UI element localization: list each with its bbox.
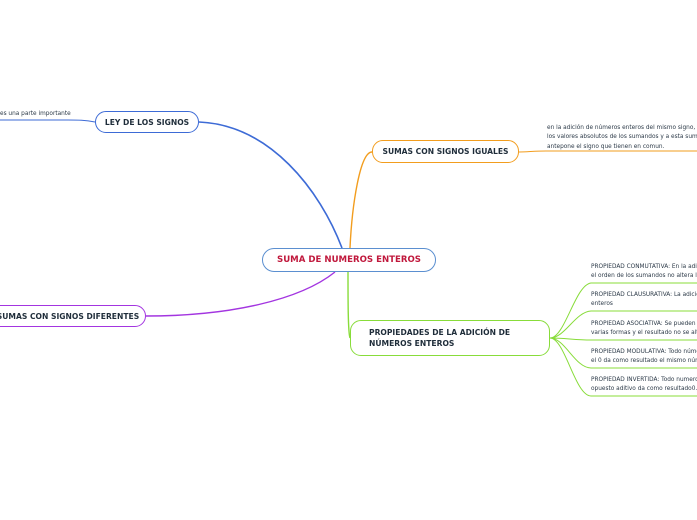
connector-diferentes [145, 271, 336, 317]
leaf-line: enteros [591, 301, 613, 308]
connector-ley-note [0, 119, 96, 123]
topic-ley-de-los-signos[interactable]: LEY DE LOS SIGNOS [95, 111, 199, 133]
central-topic[interactable]: SUMA DE NUMEROS ENTEROS [262, 248, 436, 272]
note-ley: es una parte importante [0, 111, 71, 117]
leaf-line: varias formas y el resultado no se alte [591, 330, 697, 337]
leaf-conmutativa[interactable]: PROPIEDAD CONMUTATIVA: En la adic el ord… [591, 263, 697, 282]
leaf-line: PROPIEDAD CLAUSURATIVA: La adicion [591, 292, 697, 298]
leaf-line: PROPIEDAD MODULATIVA: Todo núme [591, 349, 697, 355]
topic-sumas-signos-diferentes[interactable]: SUMAS CON SIGNOS DIFERENTES [0, 305, 146, 327]
topic-propiedades-adicion[interactable]: PROPIEDADES DE LA ADICIÓN DE NÚMEROS ENT… [350, 320, 550, 356]
leaf-line: el 0 da como resultado el mismo núme [591, 358, 697, 365]
leaf-clausurativa[interactable]: PROPIEDAD CLAUSURATIVA: La adicion enter… [591, 291, 697, 310]
leaf-modulativa[interactable]: PROPIEDAD MODULATIVA: Todo núme el 0 da … [591, 348, 697, 367]
leaf-asociativa[interactable]: PROPIEDAD ASOCIATIVA: Se pueden a varias… [591, 320, 697, 339]
leaf-line: PROPIEDAD INVERTIDA: Todo numero [591, 377, 697, 383]
note-iguales: en la adición de números enteros del mis… [547, 124, 697, 152]
leaf-line: opuesto aditivo da como resultado0. [591, 386, 697, 393]
connectors-propiedades-leaves [549, 282, 697, 397]
leaf-line: el orden de los sumandos no altera la [591, 273, 697, 280]
note-iguales-line: los valores absolutos de los sumandos y … [547, 134, 697, 141]
leaf-line: PROPIEDAD CONMUTATIVA: En la adic [591, 264, 697, 270]
note-iguales-line: en la adición de números enteros del mis… [547, 125, 697, 131]
connector-propiedades [347, 271, 351, 339]
note-iguales-line: antepone el signo que tienen en comun. [547, 143, 665, 150]
connector-iguales [349, 151, 373, 249]
leaf-line: PROPIEDAD ASOCIATIVA: Se pueden a [591, 321, 697, 327]
connector-ley [198, 121, 343, 249]
connector-iguales-note [518, 150, 697, 153]
leaf-invertida[interactable]: PROPIEDAD INVERTIDA: Todo numero opuesto… [591, 376, 697, 395]
topic-sumas-signos-iguales[interactable]: SUMAS CON SIGNOS IGUALES [372, 140, 519, 163]
